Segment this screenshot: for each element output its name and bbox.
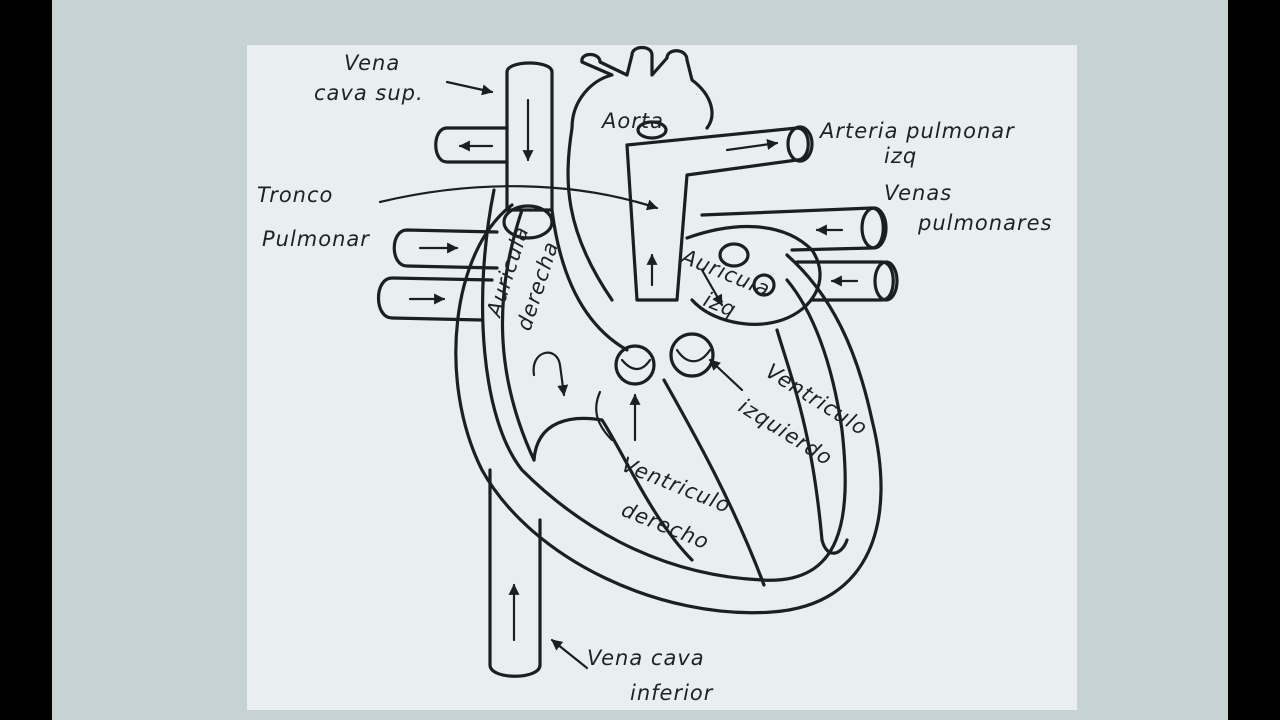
paper-light-area — [247, 45, 1077, 710]
tricuspid-leaflet — [595, 390, 614, 442]
label-arteria-pulmonar-2: izq — [884, 144, 917, 168]
pulmonary-valve — [614, 344, 656, 386]
label-venas-pulmonares-1: Venas — [884, 181, 952, 205]
superior-vena-cava — [505, 61, 554, 212]
label-vena-cava-sup-2: cava sup. — [314, 81, 424, 105]
heart-outer-wall — [454, 203, 883, 615]
heart-inner-wall — [480, 188, 847, 582]
label-venas-pulmonares-2: pulmonares — [917, 211, 1052, 235]
label-vena-cava-sup-1: Vena — [344, 51, 400, 75]
left-ventricle-wall — [775, 328, 849, 555]
vena-cava-opening — [502, 204, 554, 240]
right-atrium-inner — [550, 208, 629, 352]
right-atrium-wall — [500, 208, 536, 462]
tronco-pointer-line — [378, 185, 659, 211]
aorta — [566, 45, 714, 302]
right-pulmonary-veins — [700, 206, 899, 302]
upper-left-vessel — [434, 126, 509, 164]
label-aorta: Aorta — [600, 109, 664, 133]
lv-arrow — [708, 358, 744, 392]
vena-cava-sup-pointer — [445, 80, 494, 96]
pulmonary-trunk — [625, 125, 814, 302]
inferior-vena-cava — [488, 468, 589, 678]
label-tronco-2: Pulmonar — [262, 227, 370, 251]
left-atrium — [685, 224, 822, 326]
label-arteria-pulmonar-1: Arteria pulmonar — [818, 119, 1015, 143]
ra-arrow — [532, 351, 569, 397]
label-tronco-1: Tronco — [257, 183, 333, 207]
interventricular-septum — [662, 378, 766, 587]
label-vena-cava-inf-1: Vena cava — [587, 646, 705, 670]
paper-sheet: Vena cava sup. Aorta Arteria pulmonar iz… — [52, 0, 1228, 720]
label-vena-cava-inf-2: inferior — [630, 681, 714, 705]
left-pulmonary-veins — [377, 228, 499, 322]
right-ventricle-inner — [532, 416, 694, 562]
heart-diagram: Vena cava sup. Aorta Arteria pulmonar iz… — [247, 45, 1077, 710]
aortic-valve — [669, 332, 715, 378]
